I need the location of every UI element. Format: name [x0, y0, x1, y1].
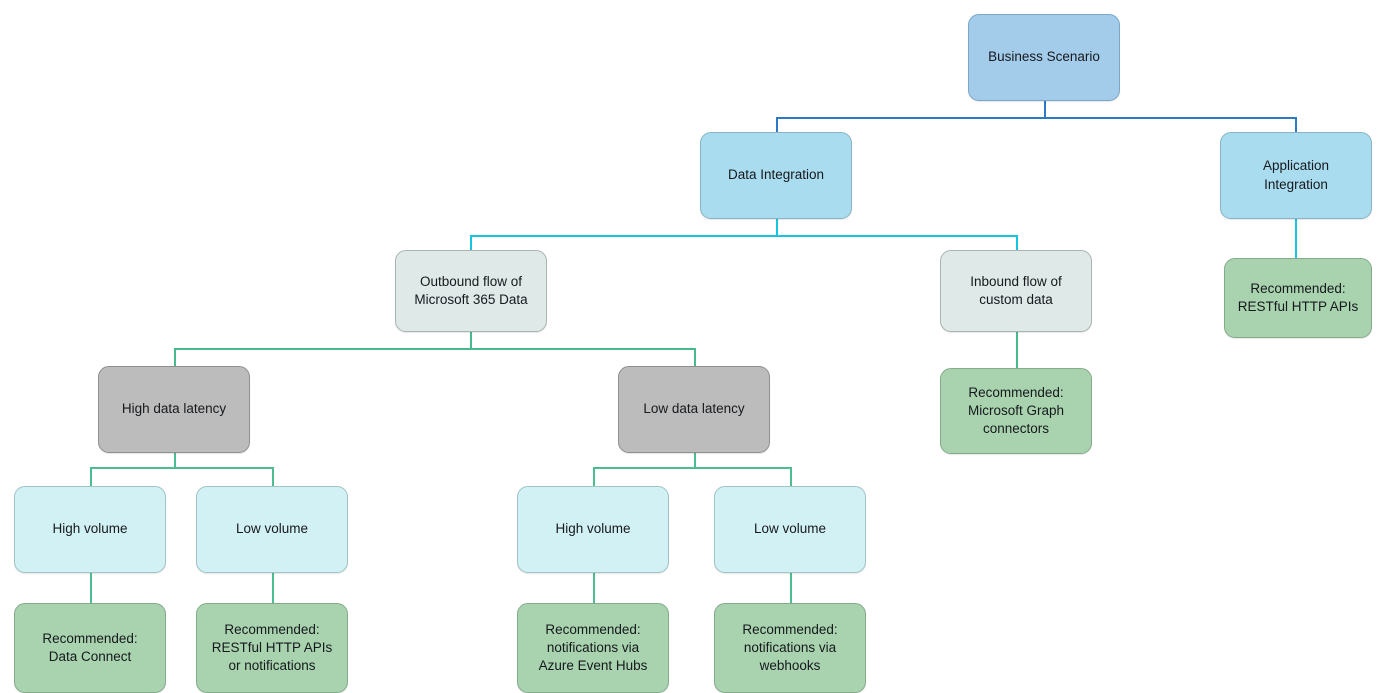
node-rec-restful-or-notifications-line1: Recommended:: [224, 621, 320, 637]
connector-to-application-integration: [1295, 117, 1297, 133]
node-rec-webhooks-line3: webhooks: [759, 658, 821, 674]
connector-to-data-integration: [776, 117, 778, 133]
node-inbound-flow[interactable]: Inbound flow of custom data: [940, 250, 1092, 332]
node-rec-restful-or-notifications-line2: RESTful HTTP APIs: [211, 639, 333, 655]
node-high-latency-low-volume[interactable]: Low volume: [196, 486, 348, 573]
node-app-integration-recommendation[interactable]: Recommended: RESTful HTTP APIs: [1224, 258, 1372, 338]
node-rec-restful-or-notifications[interactable]: Recommended: RESTful HTTP APIs or notifi…: [196, 603, 348, 693]
node-rec-data-connect-line2: Data Connect: [48, 649, 132, 664]
node-rec-webhooks-line1: Recommended:: [742, 621, 838, 637]
connector-level2-bus: [470, 235, 1018, 237]
node-app-integration-recommendation-line1: Recommended:: [1250, 280, 1346, 296]
node-rec-azure-event-hubs-line1: Recommended:: [545, 621, 641, 637]
connector-root-down: [1044, 100, 1046, 118]
node-low-latency-high-volume[interactable]: High volume: [517, 486, 669, 573]
node-rec-azure-event-hubs-line3: Azure Event Hubs: [538, 658, 648, 674]
connector-high-latency-to-low-volume: [272, 467, 274, 486]
node-outbound-flow[interactable]: Outbound flow of Microsoft 365 Data: [395, 250, 547, 332]
node-rec-webhooks-line2: notifications via: [743, 639, 837, 655]
node-rec-data-connect-line1: Recommended:: [42, 630, 138, 646]
connector-high-latency-down: [174, 452, 176, 468]
node-outbound-flow-line2: Microsoft 365 Data: [414, 292, 528, 307]
node-rec-azure-event-hubs-line2: notifications via: [546, 639, 640, 655]
node-low-latency-low-volume[interactable]: Low volume: [714, 486, 866, 573]
node-low-latency-high-volume-label: High volume: [555, 521, 631, 537]
connector-low-volume-to-webhooks: [790, 572, 792, 604]
connector-level3-bus: [174, 348, 696, 350]
node-application-integration[interactable]: Application Integration: [1220, 132, 1372, 219]
node-low-latency-low-volume-label: Low volume: [753, 521, 827, 537]
node-rec-restful-or-notifications-line3: or notifications: [228, 658, 316, 674]
connector-inbound-flow-to-recommendation: [1016, 331, 1018, 369]
connector-high-volume-to-event-hubs: [593, 572, 595, 604]
node-inbound-recommendation-line1: Recommended:: [968, 384, 1064, 400]
node-rec-data-connect[interactable]: Recommended: Data Connect: [14, 603, 166, 693]
node-outbound-flow-line1: Outbound flow of: [419, 273, 523, 289]
connector-low-latency-bus: [593, 467, 792, 469]
connector-to-low-data-latency: [694, 348, 696, 367]
node-low-data-latency-label: Low data latency: [643, 401, 745, 417]
connector-high-latency-bus: [90, 467, 274, 469]
node-high-latency-high-volume[interactable]: High volume: [14, 486, 166, 573]
node-rec-azure-event-hubs[interactable]: Recommended: notifications via Azure Eve…: [517, 603, 669, 693]
node-application-integration-label-line1: Application: [1262, 158, 1330, 174]
connector-to-inbound-flow: [1016, 235, 1018, 251]
connector-low-volume-to-restful: [272, 572, 274, 604]
node-application-integration-label-line2: Integration: [1264, 176, 1328, 192]
node-data-integration[interactable]: Data Integration: [700, 132, 852, 219]
node-inbound-recommendation-line3: connectors: [982, 421, 1050, 437]
connector-low-latency-down: [694, 452, 696, 468]
connector-low-latency-to-high-volume: [593, 467, 595, 486]
node-data-integration-label: Data Integration: [727, 167, 825, 183]
node-business-scenario[interactable]: Business Scenario: [968, 14, 1120, 101]
node-business-scenario-label: Business Scenario: [988, 49, 1100, 65]
connector-high-latency-to-high-volume: [90, 467, 92, 486]
connector-data-integration-down: [776, 218, 778, 236]
node-rec-webhooks[interactable]: Recommended: notifications via webhooks: [714, 603, 866, 693]
connector-to-high-data-latency: [174, 348, 176, 367]
node-inbound-flow-line1: Inbound flow of: [970, 273, 1062, 289]
node-app-integration-recommendation-line2: RESTful HTTP APIs: [1237, 299, 1359, 314]
node-high-data-latency[interactable]: High data latency: [98, 366, 250, 453]
node-high-data-latency-label: High data latency: [121, 401, 227, 417]
node-high-latency-low-volume-label: Low volume: [235, 521, 309, 537]
connector-application-integration-to-recommendation: [1295, 218, 1297, 258]
node-inbound-recommendation-line2: Microsoft Graph: [967, 402, 1065, 418]
node-inbound-recommendation[interactable]: Recommended: Microsoft Graph connectors: [940, 368, 1092, 454]
connector-level1-bus: [776, 117, 1297, 119]
connector-outbound-flow-down: [470, 331, 472, 349]
connector-high-volume-to-data-connect: [90, 572, 92, 604]
node-high-latency-high-volume-label: High volume: [52, 521, 128, 537]
connector-low-latency-to-low-volume: [790, 467, 792, 486]
connector-to-outbound-flow: [470, 235, 472, 251]
node-low-data-latency[interactable]: Low data latency: [618, 366, 770, 453]
node-inbound-flow-line2: custom data: [979, 292, 1053, 307]
